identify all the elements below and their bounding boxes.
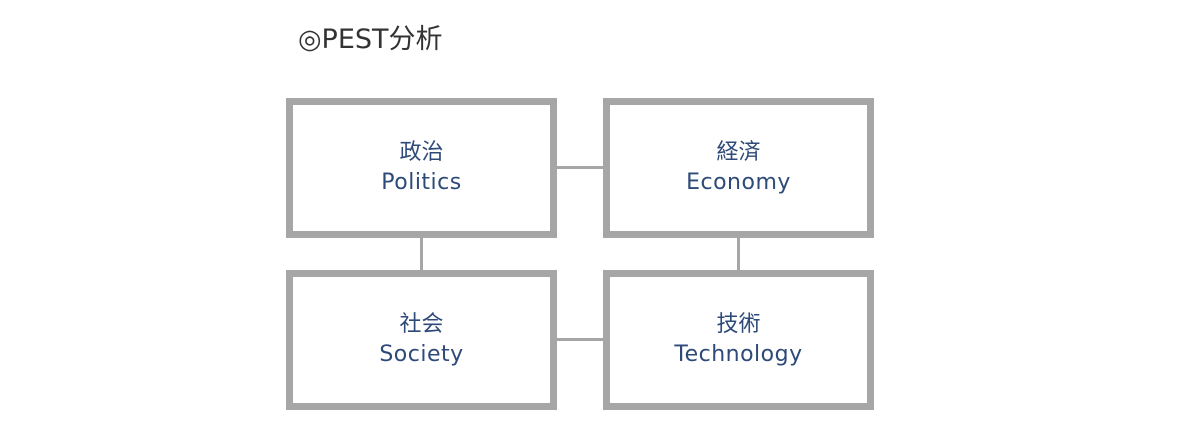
box-economy-jp-label: 経済 (716, 140, 761, 165)
box-economy-en-label: Economy (686, 170, 791, 195)
box-society-en-label: Society (379, 342, 464, 367)
connector-economy-technology (737, 238, 740, 270)
box-society-jp-label: 社会 (399, 312, 444, 337)
box-technology-jp-label: 技術 (716, 312, 761, 337)
connector-politics-economy (557, 166, 603, 169)
box-technology: 技術 Technology (603, 270, 874, 410)
box-society: 社会 Society (286, 270, 557, 410)
connector-society-technology (557, 338, 603, 341)
diagram-title: ◎PEST分析 (298, 24, 443, 55)
box-economy: 経済 Economy (603, 98, 874, 238)
box-politics-jp-label: 政治 (399, 140, 444, 165)
box-technology-en-label: Technology (674, 342, 803, 367)
box-politics-en-label: Politics (381, 170, 462, 195)
connector-politics-society (420, 238, 423, 270)
box-politics: 政治 Politics (286, 98, 557, 238)
